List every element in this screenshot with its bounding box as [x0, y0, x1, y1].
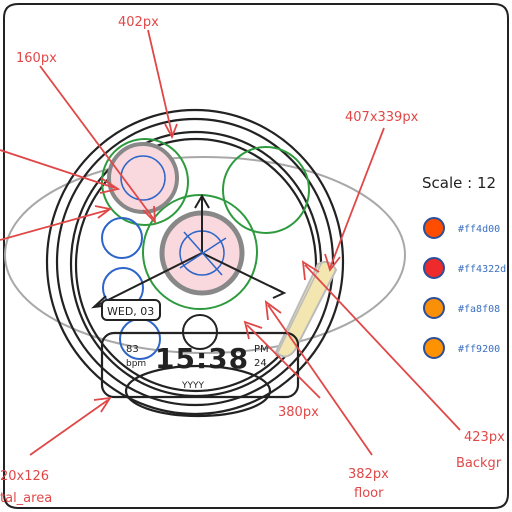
- background-ellipse: [4, 156, 406, 354]
- label-br: Backgr: [456, 456, 502, 471]
- label-left-px: 160px: [16, 51, 57, 66]
- label-br-px: 423px: [464, 430, 505, 445]
- date-text: WED, 03: [107, 305, 154, 318]
- crown-capsule: [274, 261, 338, 358]
- legend-swatch: [423, 337, 445, 359]
- green-circles: [101, 138, 310, 310]
- date-box: [101, 299, 161, 321]
- right-sub: 24: [254, 358, 267, 369]
- capsule-line: [275, 261, 323, 357]
- bottom-ellipse: [124, 364, 272, 418]
- frame-border: [3, 3, 509, 509]
- legend-label: #ff4d00: [458, 224, 500, 235]
- label-bl: tal_area: [0, 491, 52, 506]
- right-value: PM: [254, 344, 269, 355]
- pink-hub-upper: [107, 142, 179, 214]
- color-legend: #ff4d00 #ff4322d #fa8f08 #ff9200: [423, 217, 506, 359]
- label-mid-px: 380px: [278, 405, 319, 420]
- label-floor: floor: [354, 486, 384, 501]
- left-value: 83: [126, 344, 139, 355]
- digital-area: [100, 331, 300, 399]
- legend-swatch: [423, 217, 445, 239]
- label-floor-px: 382px: [348, 467, 389, 482]
- label-top-px: 402px: [118, 15, 159, 30]
- label-bl-size: 20x126: [0, 469, 49, 484]
- legend-swatch: [423, 297, 445, 319]
- annotation-arrows: [0, 29, 461, 456]
- legend-label: #fa8f08: [458, 304, 500, 315]
- legend-label: #ff4322d: [458, 264, 506, 275]
- left-unit: bpm: [126, 359, 146, 369]
- legend-label: #ff9200: [458, 344, 500, 355]
- scale-label: Scale : 12: [422, 174, 496, 192]
- bottom-text: YYYY: [181, 381, 204, 391]
- label-right-top: 407x339px: [345, 110, 419, 125]
- watch-hands: [91, 194, 287, 309]
- legend-swatch: [423, 257, 445, 279]
